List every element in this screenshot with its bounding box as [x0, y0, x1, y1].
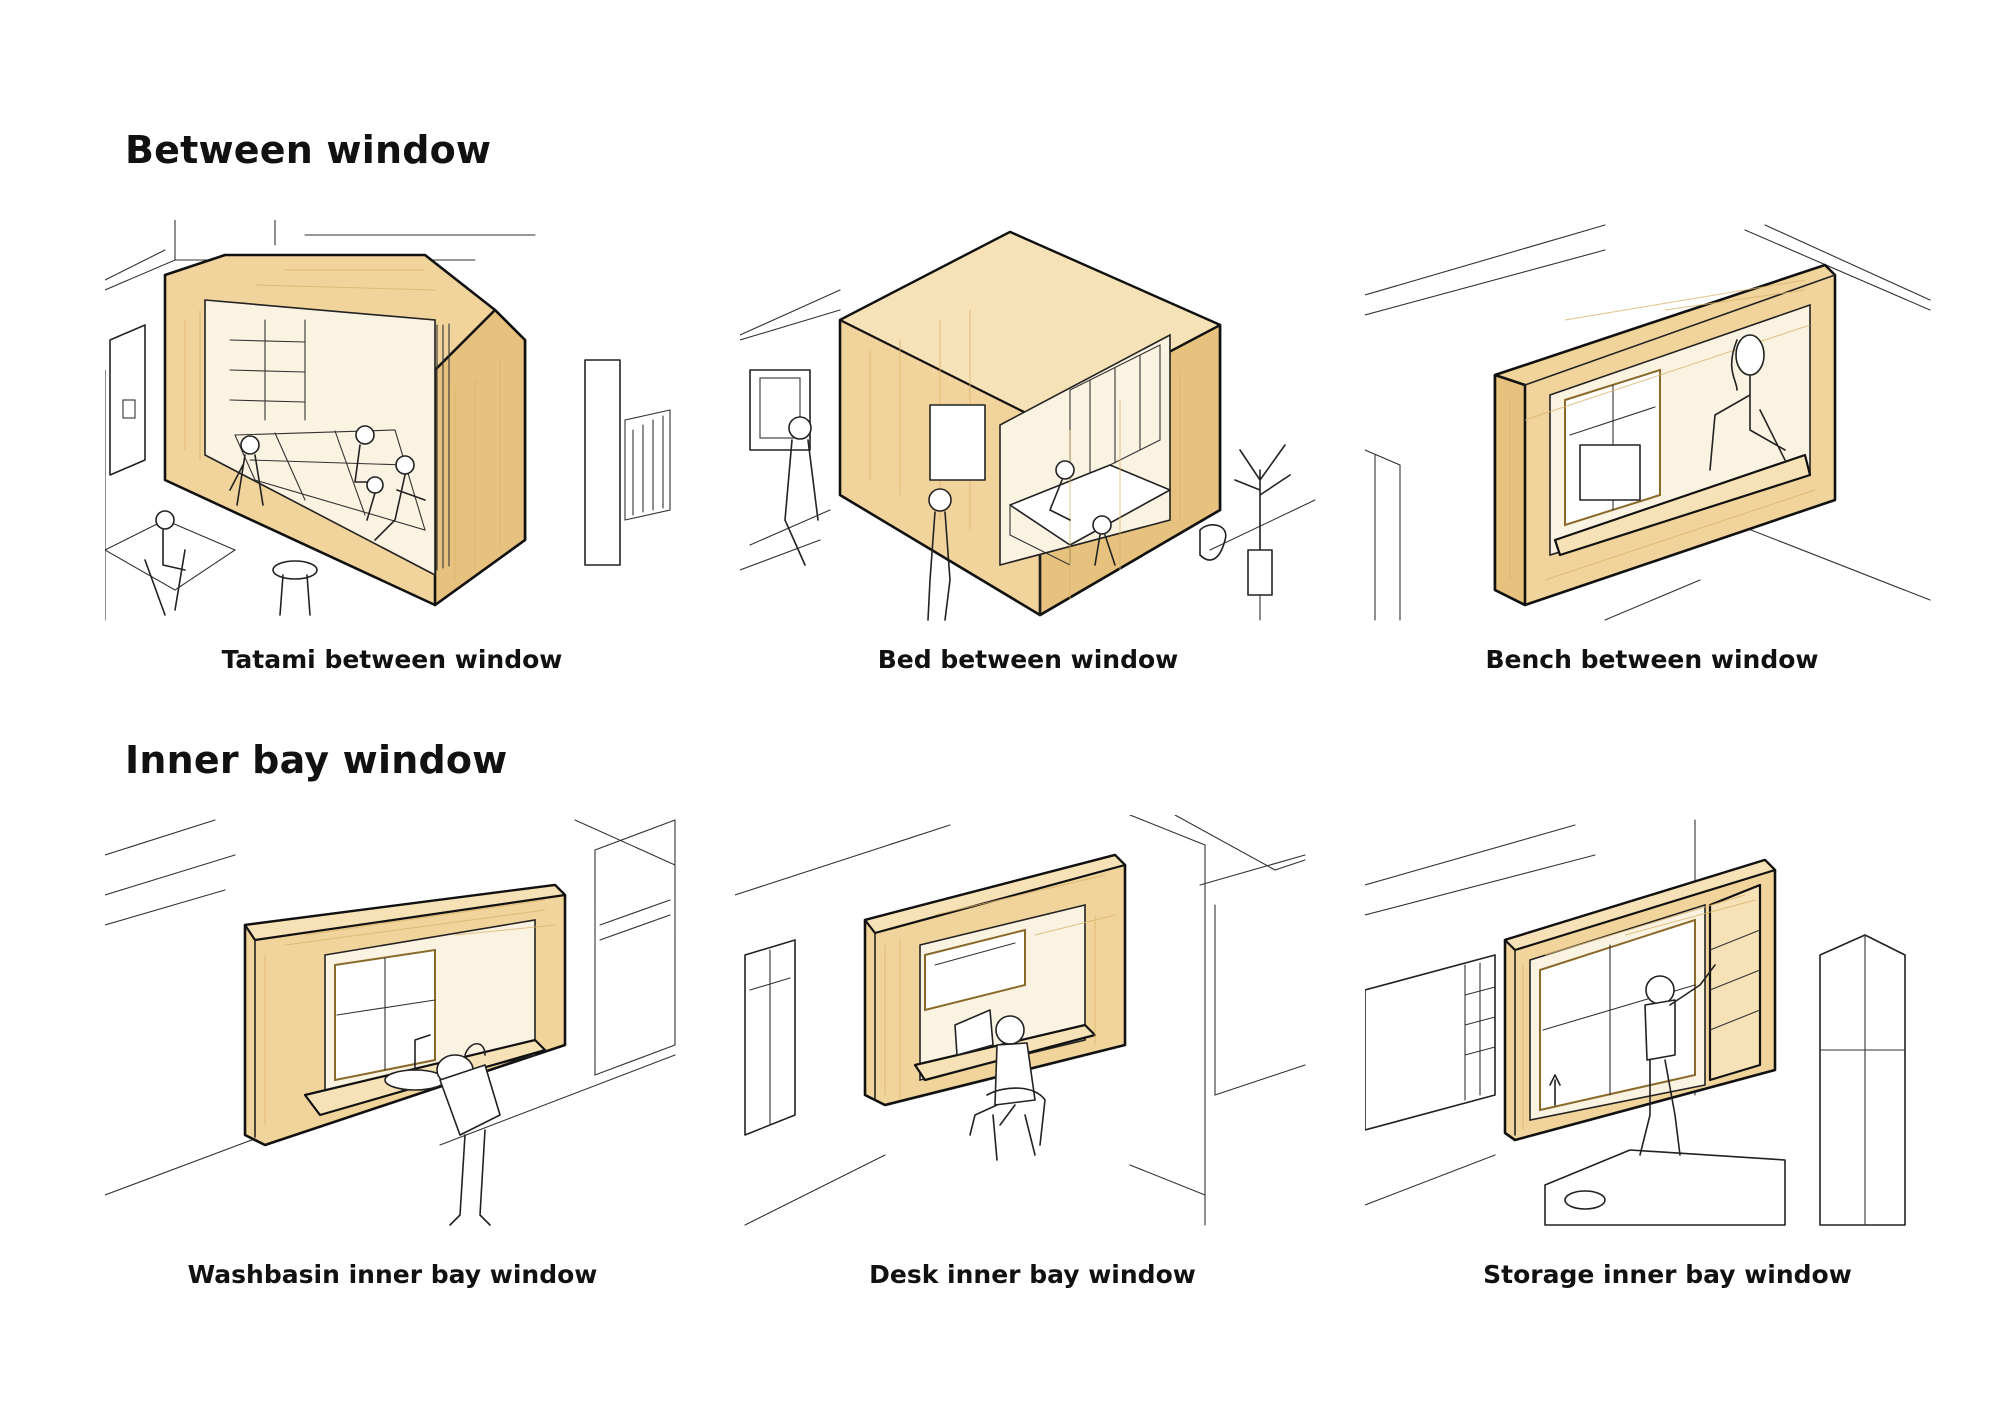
- bench-between-window-illustration: [1364, 220, 1940, 630]
- section-title-between-window: Between window: [125, 128, 492, 172]
- storage-inner-bay-window-illustration: [1364, 815, 1940, 1230]
- caption-tatami-between-window: Tatami between window: [221, 645, 563, 674]
- bed-between-window-illustration: [739, 220, 1320, 630]
- caption-desk-inner-bay-window: Desk inner bay window: [869, 1260, 1196, 1289]
- desk-inner-bay-window-illustration: [734, 814, 1315, 1230]
- caption-bed-between-window: Bed between window: [877, 645, 1179, 674]
- washbasin-inner-bay-window-illustration: [104, 815, 680, 1230]
- caption-bench-between-window: Bench between window: [1485, 645, 1819, 674]
- caption-washbasin-inner-bay-window: Washbasin inner bay window: [187, 1260, 598, 1289]
- section-title-inner-bay-window: Inner bay window: [125, 738, 508, 782]
- caption-storage-inner-bay-window: Storage inner bay window: [1483, 1260, 1852, 1289]
- tatami-between-window-illustration: [103, 219, 680, 630]
